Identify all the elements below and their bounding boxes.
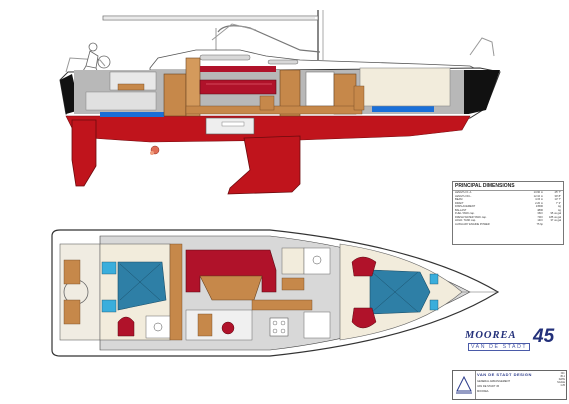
galley-seat [221, 321, 235, 335]
forepeak-bunk [359, 67, 451, 107]
saloon-settee [199, 79, 277, 95]
keel [227, 135, 301, 195]
aft-cabin-seat [117, 316, 135, 337]
stern-pushpit [65, 57, 106, 73]
blue-sole-stripe-aft [100, 112, 164, 117]
galley [185, 309, 253, 341]
helmsman-figure [79, 42, 111, 79]
brand-subtitle: VAN DE STADT [468, 343, 531, 351]
forward-vberth [369, 269, 431, 315]
bow-pulpit [469, 37, 495, 57]
propeller [150, 145, 160, 155]
profile-view [59, 10, 501, 195]
drawing-model: VAN DE STADT 45 [477, 385, 500, 388]
forward-seat-port [351, 256, 377, 277]
stove [269, 317, 289, 337]
drawing-title-block: VAN DE STADT DESIGN GENERAL ARRANGEMENT … [452, 370, 567, 400]
drawing-project: MOOREA [477, 390, 489, 393]
aft-double-bunk [117, 261, 167, 311]
plan-view [51, 229, 500, 357]
firm-logo-icon [453, 371, 476, 399]
cockpit [59, 243, 101, 341]
brand-number: 45 [533, 326, 555, 347]
firm-name: VAN DE STADT DESIGN [477, 372, 532, 377]
forward-seat-stbd [351, 307, 377, 329]
brand-name: MOOREA [465, 330, 517, 341]
sole-mid [251, 299, 313, 311]
cabinet-head [305, 71, 335, 107]
dimensions-title: PRINCIPAL DIMENSIONS [453, 182, 563, 191]
sole-aft [169, 243, 183, 341]
rudder [71, 119, 97, 187]
drawing-meta: NO. 45-1 DATE SCALE 1:25 [557, 372, 565, 387]
cabinet-nav [163, 73, 187, 117]
drawing-title: GENERAL ARRANGEMENT [477, 380, 511, 383]
cabinet-saloon-fwd [279, 69, 301, 117]
saloon-settee-u [185, 249, 277, 293]
blue-sole-stripe-fwd [372, 106, 434, 112]
sprayhood [217, 25, 321, 53]
principal-dimensions-table: PRINCIPAL DIMENSIONS LENGTH O. A.13.90 m… [452, 181, 564, 245]
brand-logo: MOOREA VAN DE STADT 45 [465, 326, 565, 360]
